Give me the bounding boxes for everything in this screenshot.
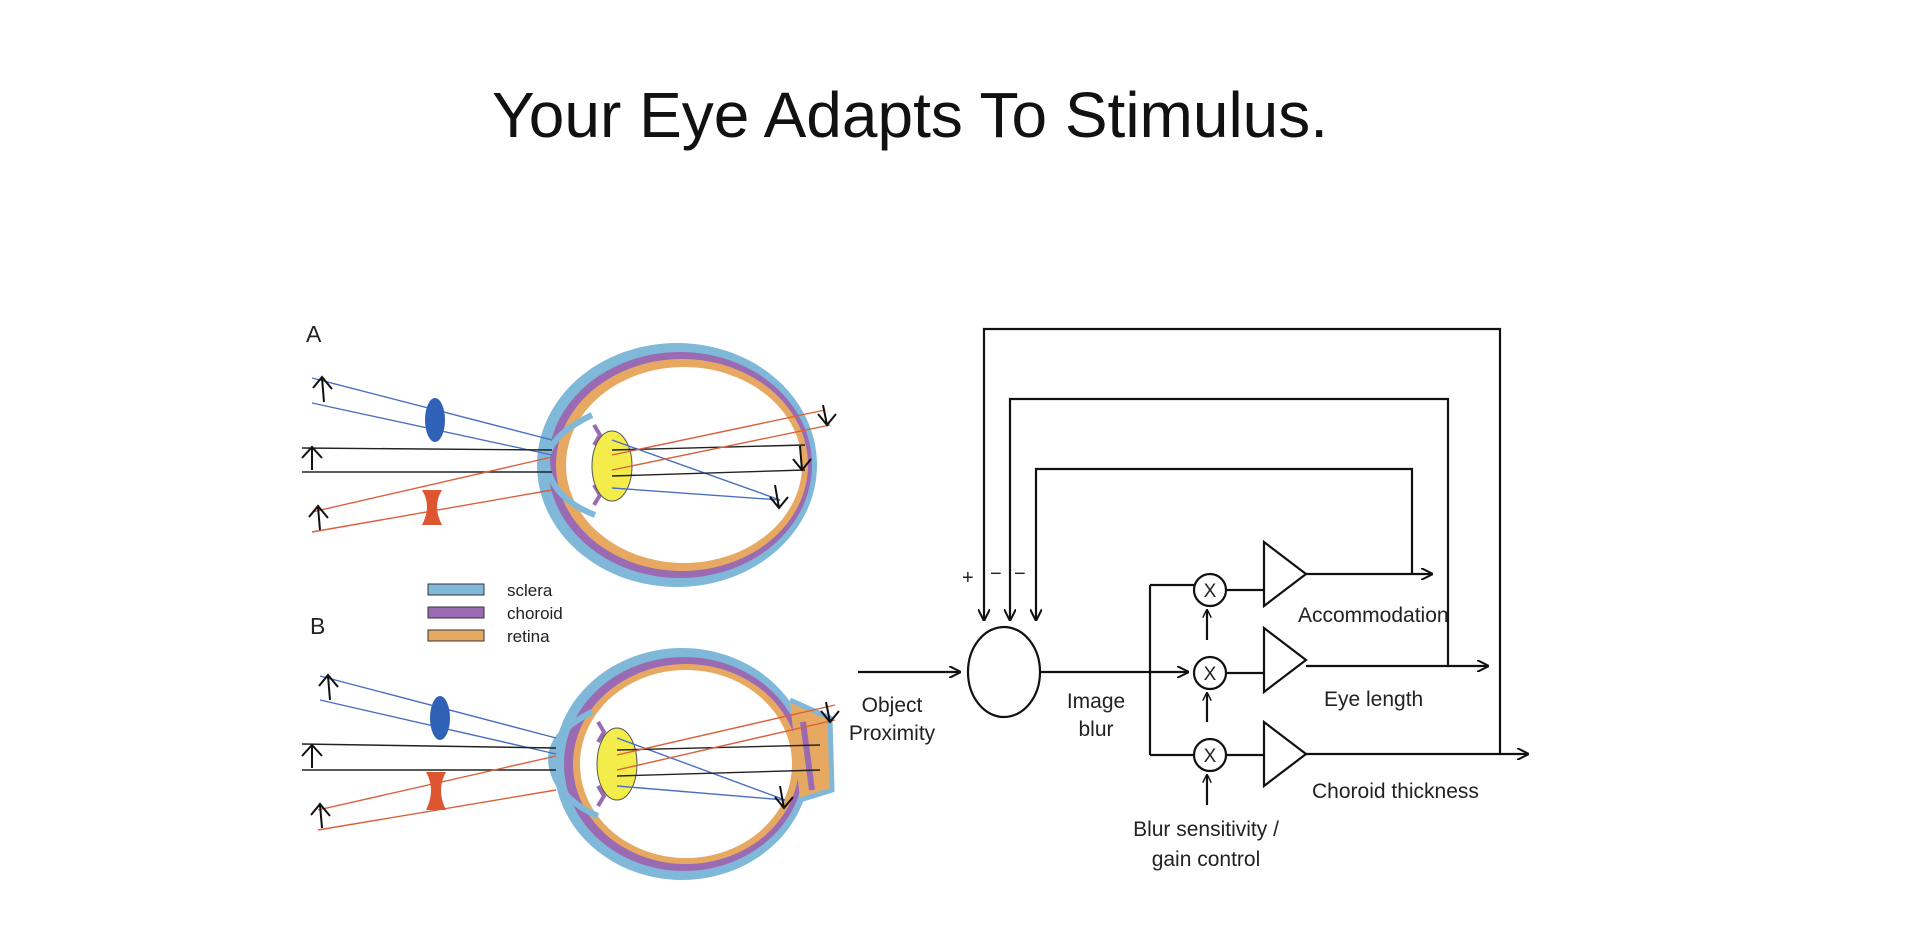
amplifier-choroid: [1262, 719, 1308, 789]
junction-signs: + − −: [962, 563, 1026, 589]
feedback-eye-length: [1010, 397, 1450, 666]
page-title: Your Eye Adapts To Stimulus.: [491, 79, 1329, 151]
plus-sign: +: [962, 567, 974, 589]
multiplier-symbols: X X X: [1204, 581, 1217, 767]
crystalline-lens: [591, 430, 633, 502]
minus-sign: −: [1014, 563, 1026, 585]
gain-control-label: Blur sensitivity /: [1133, 818, 1279, 841]
accommodation-label: Accommodation: [1298, 604, 1449, 627]
legend-swatch-retina: [427, 629, 485, 642]
cornea: [548, 709, 600, 819]
amplifier-accommodation: [1262, 539, 1308, 609]
multiplier-symbol: X: [1204, 746, 1217, 767]
cornea: [544, 412, 597, 518]
gain-control-label: gain control: [1152, 848, 1261, 871]
concave-lens-b: [426, 772, 446, 810]
multiplier-symbol: X: [1204, 664, 1217, 685]
eyeball-a: [537, 343, 817, 587]
loop-labels: Object Proximity Image blur Accommodatio…: [849, 604, 1479, 871]
legend-swatch-sclera: [427, 583, 485, 596]
convex-lens-a: [425, 398, 445, 442]
convex-lens-b: [430, 696, 450, 740]
image-blur-label: blur: [1078, 718, 1113, 741]
legend-label-sclera: sclera: [507, 581, 553, 600]
summing-junction: [966, 625, 1042, 719]
panel-a-label: A: [306, 321, 322, 347]
ciliary-body: [596, 720, 607, 808]
concave-lens-a: [422, 490, 442, 525]
control-loop: [858, 327, 1528, 805]
legend-label-choroid: choroid: [507, 604, 563, 623]
panel-a: A: [301, 321, 837, 587]
legend: sclera choroid retina: [427, 581, 563, 646]
image-arrows-b: [774, 701, 840, 810]
minus-sign: −: [990, 563, 1002, 585]
amplifier-eye-length: [1262, 625, 1308, 695]
eye-length-label: Eye length: [1324, 688, 1423, 711]
panel-b: B: [301, 613, 840, 880]
object-proximity-label: Object: [862, 694, 923, 717]
image-arrows-a: [769, 404, 837, 510]
object-proximity-label: Proximity: [849, 722, 936, 745]
crystalline-lens: [596, 727, 638, 801]
legend-swatch-choroid: [427, 606, 485, 619]
choroid-thickness-label: Choroid thickness: [1312, 780, 1479, 803]
feedback-accommodation: [1036, 467, 1414, 620]
ciliary-body: [592, 423, 603, 507]
image-blur-label: Image: [1067, 690, 1125, 713]
multiplier-symbol: X: [1204, 581, 1217, 602]
panel-b-label: B: [310, 613, 325, 639]
object-arrows-b: [301, 673, 339, 829]
object-arrows-a: [301, 375, 333, 531]
eyeball-b: [548, 648, 835, 880]
legend-label-retina: retina: [507, 627, 550, 646]
feedback-choroid: [984, 327, 1502, 754]
